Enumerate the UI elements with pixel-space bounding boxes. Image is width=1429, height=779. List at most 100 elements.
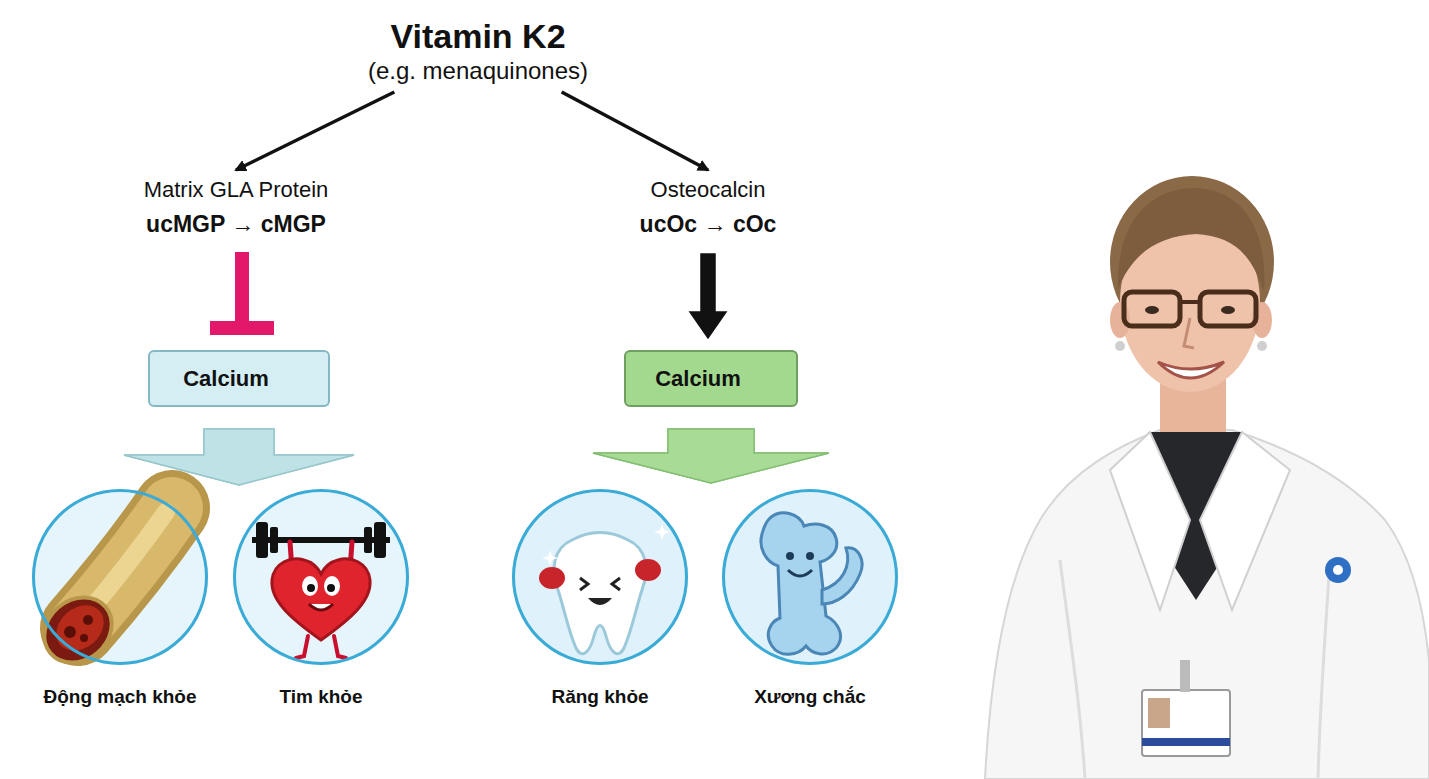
researcher-portrait-part (1333, 565, 1343, 575)
researcher-portrait-part (1257, 341, 1267, 351)
circle-outline (233, 489, 409, 665)
bone-illustration-part (806, 552, 814, 560)
tooth-illustration (539, 524, 670, 654)
arrow-connector (236, 92, 394, 170)
node-subtext: ucMGP → cMGP (144, 210, 329, 238)
benefit-label: Tim khỏe (279, 685, 362, 709)
researcher-portrait-part (1180, 660, 1190, 692)
benefit-label: Xương chắc (754, 685, 866, 709)
tooth-illustration-part (554, 533, 646, 654)
arrow-connector (124, 429, 354, 485)
inhibition-connector (210, 252, 274, 328)
bone-illustration-part (822, 548, 862, 604)
artery-illustration-part (47, 596, 113, 660)
node-subtext: ucOc → cOc (640, 210, 777, 238)
benefit-label: Động mạch khỏe (43, 685, 196, 709)
researcher-portrait-part (1060, 560, 1085, 779)
inhibition-line (210, 252, 274, 328)
bone-illustration (761, 513, 862, 654)
circle-outline (32, 489, 208, 665)
protein-node: Osteocalcin ucOc → cOc (640, 176, 777, 238)
researcher-portrait-part (1110, 302, 1130, 338)
tooth-illustration-part (588, 598, 612, 605)
arrow-connector (593, 429, 829, 483)
heart-illustration-part (374, 522, 386, 558)
arrow-connector (124, 429, 354, 485)
arrow-connector (690, 254, 726, 338)
heart-illustration-part (309, 604, 333, 610)
tooth-illustration-part (612, 578, 620, 590)
circle-outline-ring (724, 491, 897, 664)
node-heading: Calcium (183, 365, 269, 393)
benefit-circle: Răng khỏe (512, 489, 688, 665)
circle-ground (32, 489, 898, 665)
block-arrow (124, 429, 354, 485)
circle-outline-ring (514, 491, 687, 664)
heart-illustration-part (364, 527, 372, 553)
bone-illustration-part (761, 513, 841, 654)
researcher-portrait-part (1118, 188, 1264, 292)
benefit-label: Răng khỏe (551, 685, 648, 709)
circle-outline (722, 489, 898, 665)
circle-ground-part (233, 489, 409, 665)
tooth-illustration-part (539, 567, 565, 589)
circle-ground-part (512, 489, 688, 665)
arrow-connector (562, 92, 708, 170)
artery-illustration (31, 508, 172, 676)
researcher-portrait-part (1221, 306, 1235, 314)
researcher-portrait (985, 176, 1429, 779)
researcher-portrait-part (1148, 698, 1170, 728)
node-heading: Calcium (655, 365, 741, 393)
researcher-portrait-part (1115, 341, 1125, 351)
circle-ground-part (722, 489, 898, 665)
tooth-illustration-part (654, 524, 670, 540)
researcher-portrait-part (1145, 306, 1159, 314)
calcium-box: Calcium (148, 350, 330, 407)
circle-outline-ring (235, 491, 408, 664)
arrow-line (236, 92, 394, 170)
calcium-box: Calcium (624, 350, 798, 407)
circle-ground-part (32, 489, 208, 665)
researcher-portrait-part (1200, 432, 1290, 610)
source-node: Vitamin K2(e.g. menaquinones) (368, 16, 588, 86)
researcher-portrait-part (1180, 300, 1200, 304)
researcher-portrait-part (1158, 362, 1224, 378)
tooth-illustration-part (580, 578, 588, 590)
heart-illustration-part (256, 522, 268, 558)
block-arrow (690, 254, 726, 338)
protein-node: Matrix GLA Protein ucMGP → cMGP (144, 176, 329, 238)
researcher-portrait-part (1325, 557, 1351, 583)
heart-illustration-part (270, 527, 278, 553)
heart-illustration-part (307, 584, 315, 592)
benefit-circle: Tim khỏe (233, 489, 409, 665)
circle-outline (512, 489, 688, 665)
artery-illustration-part (90, 512, 166, 610)
heart-illustration-part (327, 584, 335, 592)
block-arrow (593, 429, 829, 483)
heart-illustration-part (302, 576, 318, 596)
researcher-portrait-part (1318, 560, 1330, 779)
artery-illustration-part (83, 615, 93, 625)
node-heading: Vitamin K2 (368, 16, 588, 56)
heart-illustration-part (324, 576, 340, 596)
researcher-portrait-part (1142, 690, 1230, 756)
researcher-portrait-part (1142, 738, 1230, 746)
arrow-connector (593, 429, 829, 483)
tooth-illustration-part (635, 559, 661, 581)
artery-illustration-part (80, 634, 88, 642)
node-heading: Osteocalcin (640, 176, 777, 204)
circle-outline-ring (34, 491, 207, 664)
heart-illustration (252, 522, 390, 658)
block-arrow (124, 429, 354, 485)
node-heading: Matrix GLA Protein (144, 176, 329, 204)
bone-illustration-part (786, 552, 794, 560)
researcher-portrait-part (1200, 292, 1256, 326)
tooth-illustration-part (542, 550, 558, 566)
block-arrow (593, 429, 829, 483)
arrow-line (562, 92, 708, 170)
artery-illustration-part (64, 626, 76, 638)
researcher-portrait-part (985, 430, 1429, 779)
heart-illustration-part (296, 636, 346, 658)
benefit-circle: Xương chắc (722, 489, 898, 665)
